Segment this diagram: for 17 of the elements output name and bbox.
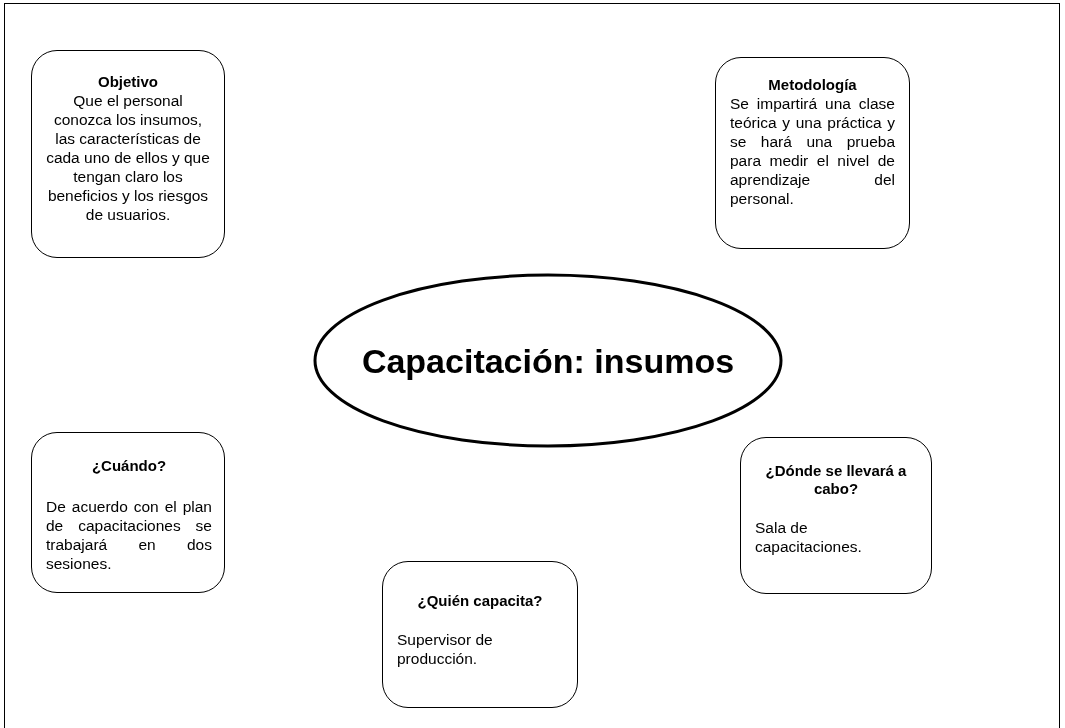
box-heading: ¿Dónde se llevará a cabo? [764, 462, 908, 498]
box-body-text: Se impartirá una clase teórica y una práctica y se hará una prueba para medir el nivel de aprendizaje del personal. [730, 94, 895, 208]
box-body-text: Supervisor de producción. [397, 630, 494, 668]
rounded-text-box [382, 561, 578, 708]
central-ellipse [313, 273, 783, 448]
box-body-text: De acuerdo con el plan de capacitaciones se trabajará en dos sesiones. [46, 497, 212, 573]
box-heading: ¿Cuándo? [90, 457, 168, 475]
rounded-text-box [31, 432, 225, 593]
box-body-text: Que el personal conozca los insumos, las características de cada uno de ellos y que tengan claro los beneficios y los riesgos de usuarios. [45, 91, 211, 224]
rounded-text-box [31, 50, 225, 258]
box-body-text: Sala de capacitaciones. [755, 518, 863, 556]
box-heading: Objetivo [97, 73, 159, 91]
rounded-text-box [715, 57, 910, 249]
central-title: Capacitación: insumos [360, 340, 736, 381]
box-heading: ¿Quién capacita? [416, 592, 544, 610]
rounded-text-box [740, 437, 932, 594]
box-heading: Metodología [767, 76, 858, 94]
